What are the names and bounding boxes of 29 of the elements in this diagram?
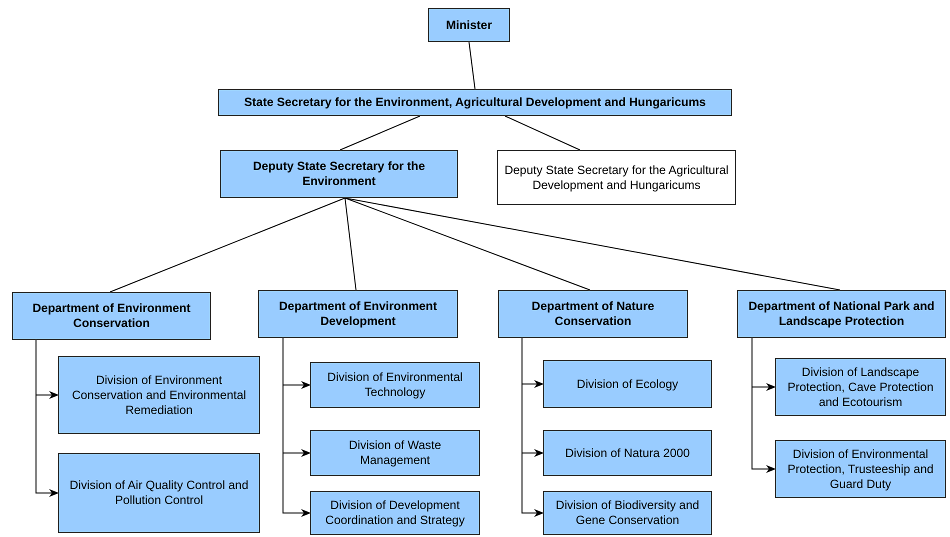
division-box: Division of Environmental Technology bbox=[310, 362, 480, 408]
connector-line bbox=[504, 116, 580, 150]
division-box: Division of Environmental Protection, Trusteeship and Guard Duty bbox=[775, 440, 946, 498]
division-box: Division of Development Coordination and Strategy bbox=[310, 491, 480, 535]
division-box: Division of Landscape Protection, Cave Protection and Ecotourism bbox=[775, 358, 946, 416]
connector-line bbox=[110, 198, 346, 292]
department-box: Department of Nature Conservation bbox=[498, 290, 688, 338]
connector-line bbox=[344, 198, 356, 290]
department-box: Department of National Park and Landscape Protection bbox=[737, 290, 946, 338]
connector-line bbox=[340, 116, 420, 150]
department-box: Department of Environment Development bbox=[258, 290, 458, 338]
division-box: Division of Environment Conservation and Environmental Remediation bbox=[58, 356, 260, 434]
division-box: Division of Biodiversity and Gene Conservation bbox=[543, 491, 712, 535]
deputy-box: Deputy State Secretary for the Environment bbox=[220, 150, 458, 198]
connector-line bbox=[344, 198, 590, 290]
arrow bbox=[36, 340, 59, 497]
minister-box: Minister bbox=[428, 8, 510, 42]
division-box: Division of Ecology bbox=[543, 360, 712, 408]
division-box: Division of Natura 2000 bbox=[543, 430, 712, 476]
division-box: Division of Waste Management bbox=[310, 430, 480, 476]
arrow bbox=[522, 338, 544, 517]
department-box: Department of Environment Conservation bbox=[12, 292, 211, 340]
connector-line bbox=[344, 198, 840, 290]
deputy-box: Deputy State Secretary for the Agricultural Development and Hungaricums bbox=[497, 150, 736, 205]
arrow bbox=[752, 338, 776, 473]
division-box: Division of Air Quality Control and Pollution Control bbox=[58, 453, 260, 533]
arrow bbox=[282, 338, 311, 517]
connector-line bbox=[468, 42, 476, 90]
secretary-box: State Secretary for the Environment, Agricultural Development and Hungaricums bbox=[218, 89, 732, 116]
